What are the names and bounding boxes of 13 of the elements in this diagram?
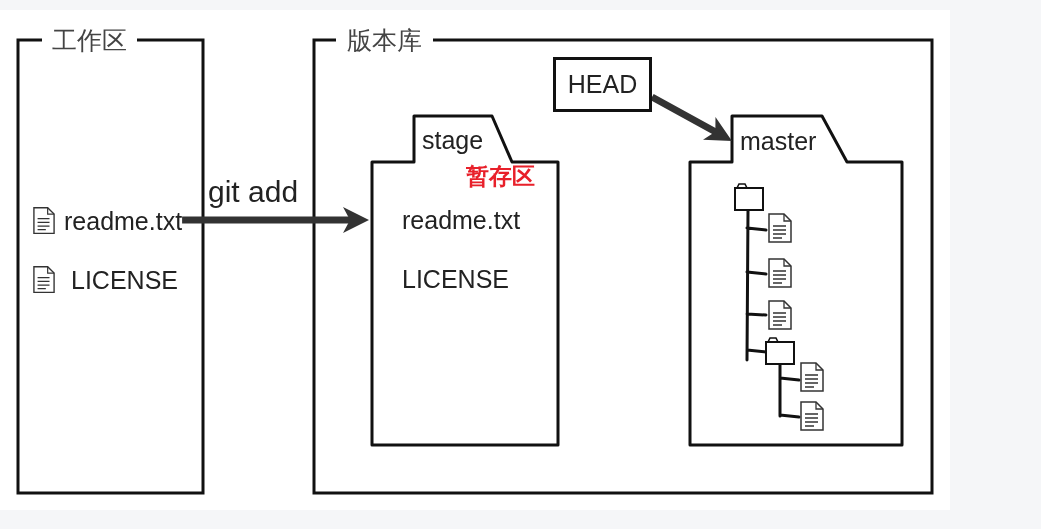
note-text: 暂存区 [466, 164, 535, 188]
file-name: readme.txt [64, 206, 183, 236]
folder-frame [687, 113, 905, 448]
folder-frame [369, 113, 561, 448]
tab-label: master [740, 126, 817, 156]
area-frame [312, 24, 934, 496]
file-name: readme.txt [402, 205, 521, 235]
area-title: 版本库 [336, 25, 433, 55]
file-name: LICENSE [402, 264, 509, 294]
file-name: LICENSE [71, 265, 178, 295]
tab-label: stage [422, 125, 484, 155]
edge-label: git add [208, 174, 299, 210]
label-box: HEAD [553, 57, 652, 112]
